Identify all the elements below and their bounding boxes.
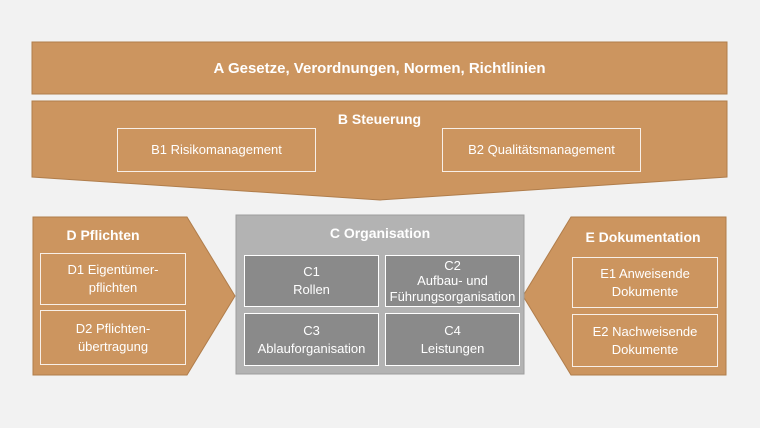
- c4-services-box: C4 Leistungen: [385, 313, 520, 366]
- a-laws-title: A Gesetze, Verordnungen, Normen, Richtli…: [32, 42, 727, 94]
- c2-structure-leadership-box: C2 Aufbau- und Führungsorganisation: [385, 255, 520, 307]
- c-organisation-label: C Organisation: [329, 225, 431, 241]
- d1-owner-duties-box: D1 Eigentümer- pflichten: [40, 253, 186, 305]
- e-documentation-title: E Dokumentation: [560, 226, 726, 248]
- e-documentation-label: E Dokumentation: [585, 229, 701, 245]
- b1-label: B1 Risikomanagement: [151, 142, 282, 158]
- b2-quality-management-box: B2 Qualitätsmanagement: [442, 128, 641, 172]
- a-laws-bar: [31, 41, 728, 95]
- c1-line-1: Rollen: [293, 282, 330, 297]
- e1-line-1: E1 Anweisende: [600, 265, 690, 281]
- c1-code: C1: [303, 264, 320, 280]
- a-laws-label: A Gesetze, Verordnungen, Normen, Richtli…: [213, 59, 546, 77]
- b-steering-title: B Steuerung: [32, 108, 727, 130]
- d-duties-label: D Pflichten: [66, 227, 140, 243]
- c3-code: C3: [303, 322, 320, 338]
- d2-line-2: übertragung: [77, 338, 149, 354]
- c2-line-1: Aufbau- und: [417, 273, 488, 289]
- d-duties-arrow: [32, 216, 236, 376]
- e1-line-2: Dokumente: [611, 283, 679, 299]
- c2-line-2: Führungsorganisation: [389, 288, 516, 304]
- c-organisation-title: C Organisation: [236, 222, 524, 244]
- c1-roles-box: C1 Rollen: [244, 255, 379, 307]
- b2-label: B2 Qualitätsmanagement: [468, 142, 615, 158]
- c4-line-1: Leistungen: [420, 340, 485, 356]
- d1-line-2: pflichten: [88, 280, 138, 295]
- d2-line-1: D2 Pflichten-: [75, 320, 151, 336]
- e2-line-1: E2 Nachweisende: [592, 323, 698, 339]
- b1-risk-management-box: B1 Risikomanagement: [117, 128, 316, 172]
- b-steering-label: B Steuerung: [337, 111, 422, 127]
- d2-duty-delegation-box: D2 Pflichten- übertragung: [40, 310, 186, 365]
- e-documentation-arrow: [522, 216, 727, 376]
- e2-line-2: Dokumente: [611, 341, 679, 357]
- c2-code: C2: [444, 257, 461, 273]
- c4-code: C4: [444, 322, 461, 338]
- e2-evidence-docs-box: E2 Nachweisende Dokumente: [572, 314, 718, 367]
- b-steering-chevron: [31, 100, 728, 201]
- d1-line-1: D1 Eigentümer-: [67, 262, 159, 278]
- c3-process-organisation-box: C3 Ablauforganisation: [244, 313, 379, 366]
- e1-instruction-docs-box: E1 Anweisende Dokumente: [572, 257, 718, 308]
- c3-line-1: Ablauforganisation: [257, 340, 366, 356]
- d-duties-title: D Pflichten: [33, 224, 173, 246]
